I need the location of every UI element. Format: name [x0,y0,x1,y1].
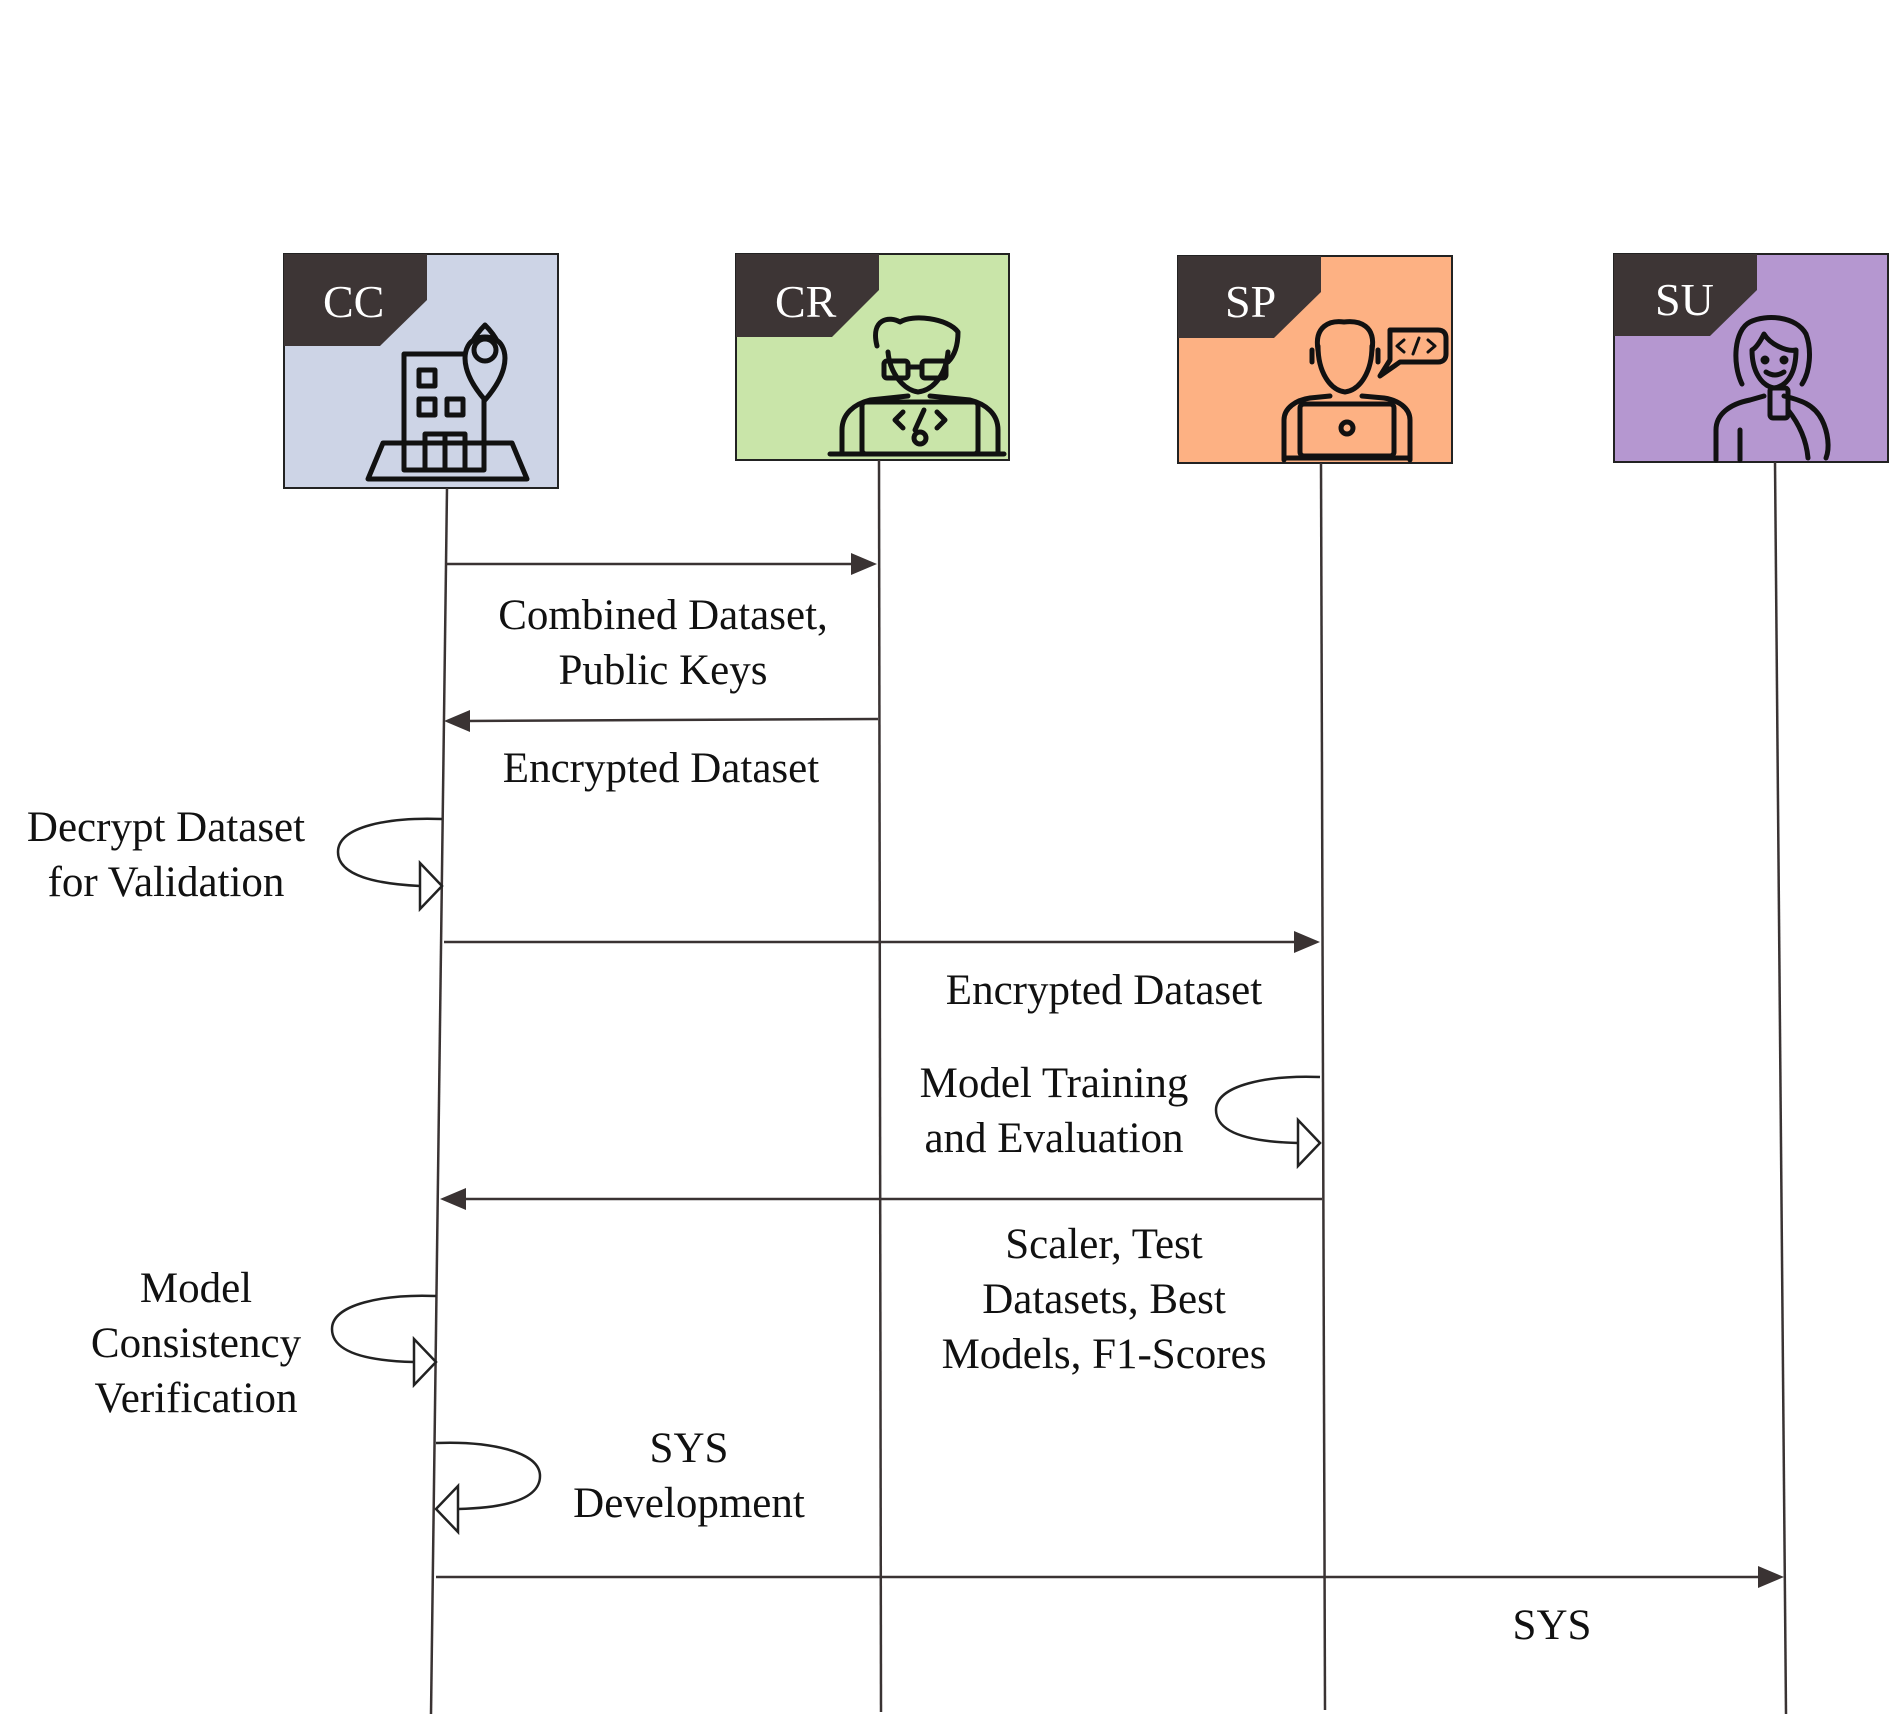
self-step-label-line: Model Training [919,1060,1189,1107]
lifelines [429,459,1788,1715]
self-step-label-line: Development [573,1480,805,1527]
actor-cc [283,253,559,489]
self-step-label-sys-development: SYS Development [539,1421,839,1531]
user-phone-icon [1713,315,1831,463]
self-step-label-model-consistency: Model Consistency Verification [46,1261,346,1426]
self-loop-model-consistency [330,1294,438,1389]
self-loops [330,817,1322,1536]
developer-chat-icon [1281,319,1449,463]
actor-cr [735,253,1010,461]
message-label-line: Encrypted Dataset [502,745,820,792]
actor-su [1613,253,1889,463]
message-label-combined-dataset: Combined Dataset, Public Keys [463,588,863,698]
lifeline-cc [429,487,449,1715]
actor-sp-badge [1178,256,1321,338]
message-label-scaler-results: Scaler, Test Datasets, Best Models, F1-S… [904,1217,1304,1382]
actor-cc-badge [284,254,427,346]
self-step-label-line: Decrypt Dataset [26,804,306,851]
self-step-label-line: Model [139,1265,253,1312]
self-step-label-model-training: Model Training and Evaluation [894,1056,1214,1166]
message-label-line: Public Keys [558,647,768,694]
message-label-encrypted-dataset-cr: Encrypted Dataset [461,741,861,796]
message-arrow-combined-dataset [446,553,877,575]
lifeline-su [1773,461,1788,1715]
self-step-label-line: and Evaluation [924,1115,1184,1162]
self-step-label-line: SYS [649,1425,729,1472]
message-label-line: Encrypted Dataset [945,967,1263,1014]
self-loop-sys-development [434,1441,542,1536]
self-step-label-line: Consistency [90,1320,302,1367]
message-label-encrypted-dataset-sp: Encrypted Dataset [904,963,1304,1018]
message-arrow-sys [436,1566,1784,1588]
message-arrow-scaler-results [440,1188,1322,1210]
actor-cc-label: CC [323,276,385,327]
message-arrows [436,553,1784,1588]
message-label-line: Combined Dataset, [498,592,828,639]
self-loop-model-training [1214,1075,1322,1170]
message-label-line: Models, F1-Scores [941,1331,1267,1378]
message-label-line: Scaler, Test [1005,1221,1203,1268]
message-label-sys: SYS [1452,1598,1652,1653]
self-loop-decrypt-validation [336,817,444,913]
message-label-line: SYS [1512,1602,1592,1649]
self-step-label-decrypt-validation: Decrypt Dataset for Validation [6,800,326,910]
building-location-icon [365,322,530,482]
actor-sp [1177,255,1453,464]
actor-su-label: SU [1655,274,1714,325]
lifeline-sp [1319,462,1327,1711]
message-arrow-encrypted-dataset-sp [444,931,1320,953]
self-step-label-line: for Validation [47,859,285,906]
self-step-label-line: Verification [94,1375,298,1422]
actor-cr-badge [736,254,879,337]
actor-cr-label: CR [775,276,837,327]
lifeline-cr [877,459,883,1713]
message-label-line: Datasets, Best [982,1276,1226,1323]
coder-laptop-icon [827,315,1007,457]
actor-sp-label: SP [1225,276,1277,327]
message-arrow-encrypted-dataset-cr [444,710,879,732]
actor-su-badge [1614,254,1757,336]
